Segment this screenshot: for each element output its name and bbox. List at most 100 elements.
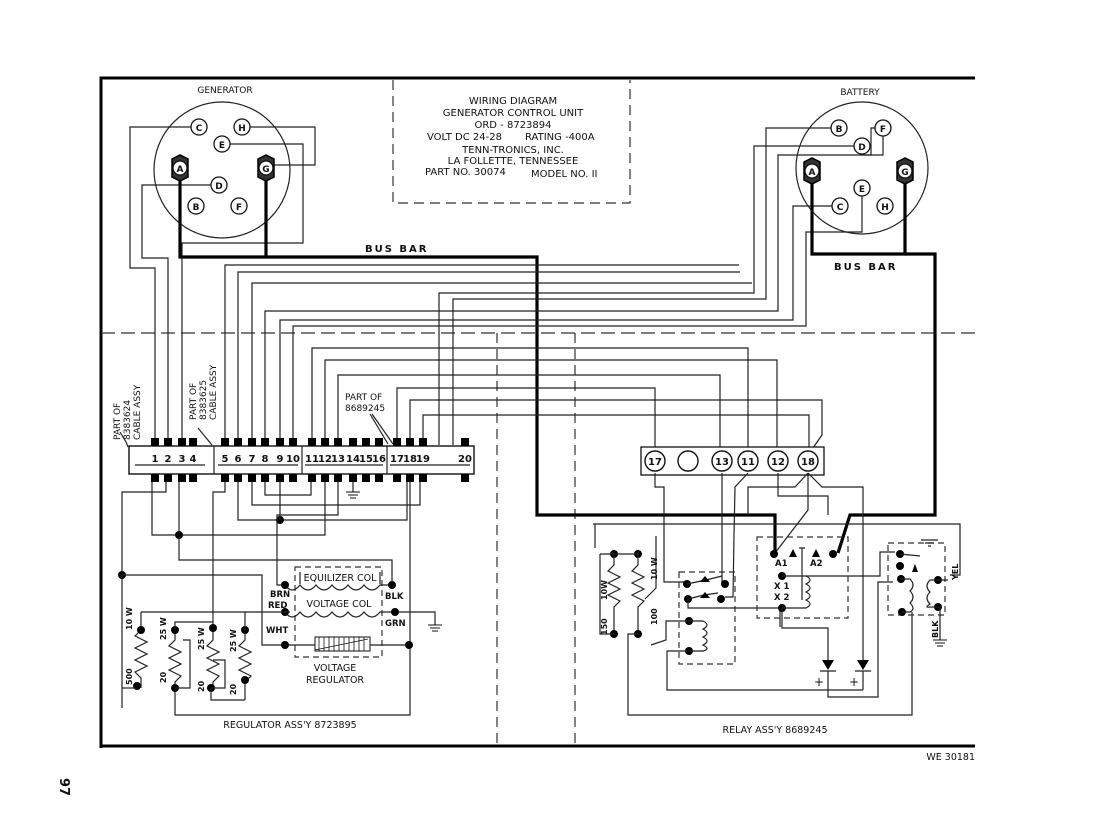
- wire: [599, 554, 913, 716]
- junction: [281, 581, 289, 589]
- terminal-tab: [461, 438, 469, 446]
- resistor-rating: 10W: [600, 580, 609, 600]
- contact-a2: [829, 550, 837, 558]
- contact-label: A1: [775, 559, 788, 569]
- regulator-resistors: 500 10 W 20 25 W 20 25 W 20 25 W: [122, 607, 290, 701]
- bus-bar-battery-run: [836, 252, 937, 554]
- switch-arrow: [700, 576, 710, 582]
- equalizer-coil-label: EQUILIZER COL: [304, 573, 378, 584]
- wire: [122, 574, 285, 646]
- relay-terminal-number: 18: [801, 457, 815, 468]
- junction: [209, 624, 217, 632]
- terminal-tab: [261, 438, 269, 446]
- resistor-value: 500: [125, 668, 134, 685]
- relay-enclosure: [678, 571, 736, 665]
- bus-bar-label: BUS BAR: [834, 262, 898, 273]
- terminal-tab: [362, 474, 370, 482]
- wire: [721, 473, 728, 583]
- title-line: RATING -400A: [525, 132, 595, 143]
- note-line: PART OF: [345, 393, 382, 403]
- wire: [276, 482, 339, 586]
- relay-enclosure: [887, 542, 946, 616]
- resistor-rating: 25 W: [229, 629, 238, 652]
- resistor-rating: 10 W: [650, 557, 659, 580]
- wire: [807, 472, 864, 660]
- relay-terminal: [737, 450, 759, 472]
- bus-bar-battery: [810, 184, 907, 256]
- pin-g: [897, 163, 913, 179]
- pin-a: [172, 160, 188, 176]
- terminal-tab: [189, 438, 197, 446]
- pin-d-label: D: [858, 143, 865, 153]
- resistor-value: 20: [229, 683, 238, 695]
- terminal-number: 19: [416, 454, 430, 465]
- pin-b: [187, 197, 205, 215]
- terminal-number: 1: [152, 454, 159, 465]
- terminal-tab: [248, 474, 256, 482]
- wire-color-red: RED: [268, 601, 287, 611]
- contact-label: X 2: [774, 593, 790, 603]
- resistor-rating: 25 W: [159, 617, 168, 640]
- pin-f: [230, 197, 248, 215]
- figure-id: WE 30181: [926, 752, 975, 763]
- wire: [396, 387, 656, 455]
- switch-arrow: [812, 549, 820, 557]
- terminal-tab: [349, 438, 357, 446]
- relay-terminal-number: 17: [648, 457, 662, 468]
- terminal-tab: [276, 438, 284, 446]
- switch-arrow: [700, 592, 710, 598]
- resistor-100: [630, 554, 646, 634]
- voltage-regulator-label: REGULATOR: [306, 675, 364, 686]
- relay-terminal: [677, 450, 699, 472]
- label-brackets: [299, 572, 381, 584]
- wire: [747, 472, 809, 515]
- pin-c-label: C: [196, 124, 203, 134]
- wire: [251, 482, 421, 506]
- wire: [279, 205, 832, 445]
- terminal-tab: [276, 474, 284, 482]
- terminal-tab: [461, 474, 469, 482]
- wire: [121, 482, 167, 708]
- diode-icon: [822, 660, 834, 670]
- title-line: TENN-TRONICS, INC.: [461, 145, 564, 156]
- junction: [405, 641, 413, 649]
- junction: [388, 581, 396, 589]
- generator-label: GENERATOR: [197, 86, 252, 96]
- wire-color-blk: BLK: [385, 592, 404, 602]
- junction: [391, 608, 399, 616]
- wire-color-grn: GRN: [385, 619, 406, 629]
- relay-coil: [782, 575, 811, 609]
- wire: [250, 126, 316, 166]
- terminal-tab: [419, 474, 427, 482]
- relay-terminal-number: 11: [741, 457, 755, 468]
- terminal-number: 2: [165, 454, 172, 465]
- generator-connector: GENERATOR A G C H E D B F: [153, 86, 291, 239]
- terminal-tab: [289, 474, 297, 482]
- junction: [175, 531, 183, 539]
- battery-wires: [224, 127, 937, 554]
- resistor-value: 100: [650, 608, 659, 625]
- wire: [264, 136, 884, 445]
- terminal-number: 5: [222, 454, 229, 465]
- terminal-tab: [151, 474, 159, 482]
- frame-border: [99, 76, 975, 748]
- terminal-tab: [406, 438, 414, 446]
- pin-c-label: C: [837, 203, 844, 213]
- terminal-tab: [375, 438, 383, 446]
- terminal-tab: [419, 438, 427, 446]
- switch-arrow: [789, 549, 797, 557]
- cable-note-8383625: PART OF 8383625 CABLE ASSY: [189, 364, 219, 420]
- contact-label: X 1: [774, 582, 790, 592]
- relay-terminal-number: 12: [771, 457, 785, 468]
- plus-sign: +: [814, 675, 824, 689]
- pin-e-label: E: [219, 141, 225, 151]
- pin-b-label: B: [836, 125, 843, 135]
- note-leader: [369, 413, 394, 445]
- terminal-tab: [221, 474, 229, 482]
- wire: [292, 196, 863, 445]
- pin-f-label: F: [236, 203, 242, 213]
- relay-coil: [689, 620, 708, 652]
- terminal-tab: [308, 438, 316, 446]
- terminal-number: 3: [179, 454, 186, 465]
